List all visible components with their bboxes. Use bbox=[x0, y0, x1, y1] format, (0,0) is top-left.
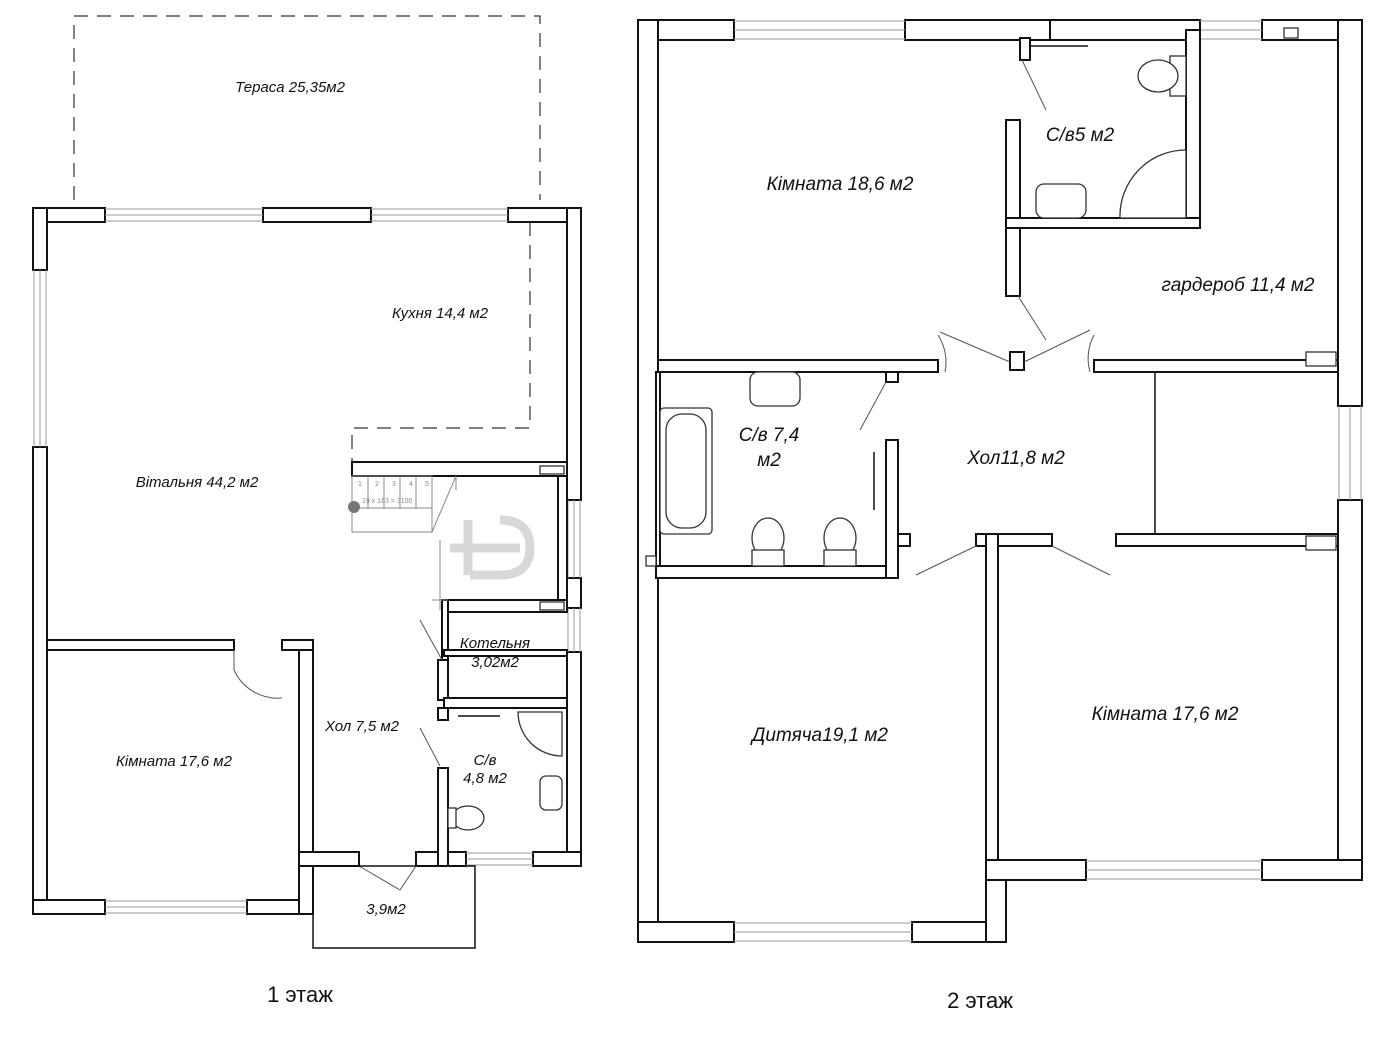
floor-2-caption: 2 этаж bbox=[947, 988, 1013, 1013]
floor-1-outer-walls bbox=[32, 207, 582, 915]
room-1-label: Кімната 18,6 м2 bbox=[767, 174, 914, 195]
boiler-room-area: 3,02м2 bbox=[471, 654, 519, 671]
kitchen-label: Кухня 14,4 м2 bbox=[392, 305, 489, 322]
wc-2-label-line1: С/в 7,4 bbox=[739, 425, 800, 446]
floor-2-plan: Кімната 18,6 м2 С/в5 м2 гардероб 11,4 м2… bbox=[637, 19, 1363, 1013]
floor-2-fixtures bbox=[645, 27, 1337, 567]
stair-step-1: 1 bbox=[358, 481, 362, 488]
kitchen-boundary bbox=[351, 222, 531, 462]
room-label: Кімната 17,6 м2 bbox=[116, 753, 233, 770]
shower-icon bbox=[517, 711, 563, 757]
terrace-outline bbox=[73, 15, 541, 200]
stair-start-marker bbox=[348, 501, 360, 513]
sink-icon bbox=[539, 775, 563, 811]
sink-icon-2 bbox=[749, 371, 801, 407]
porch-outline bbox=[312, 865, 476, 949]
floor-2-windows bbox=[734, 20, 1362, 942]
watermark-logo bbox=[450, 515, 535, 580]
stair-step-2: 2 bbox=[375, 481, 379, 488]
floor-1-doors bbox=[233, 619, 443, 891]
floor-2-outer-walls bbox=[637, 19, 1363, 943]
hall-2-label: Хол11,8 м2 bbox=[966, 448, 1065, 469]
wardrobe-label: гардероб 11,4 м2 bbox=[1162, 275, 1315, 296]
stair-dimension-note: 19 x 163 = 3100 bbox=[362, 498, 413, 505]
staircase: 1 2 3 4 5 19 x 163 = 3100 bbox=[348, 475, 457, 610]
floor-1-plan: 1 2 3 4 5 19 x 163 = 3100 bbox=[32, 15, 582, 1007]
hall-label: Хол 7,5 м2 bbox=[324, 718, 400, 735]
toilet-icon bbox=[451, 805, 485, 831]
vent-icon bbox=[539, 465, 565, 475]
terrace-label: Тераса 25,35м2 bbox=[235, 79, 346, 96]
porch-label: 3,9м2 bbox=[366, 901, 406, 918]
boiler-room-name: Котельня bbox=[460, 635, 530, 652]
floor-1-interior-walls bbox=[46, 461, 568, 867]
wc-2-label-line2: м2 bbox=[757, 450, 781, 471]
room-2-label: Кімната 17,6 м2 bbox=[1092, 704, 1239, 725]
wc-name: С/в bbox=[474, 752, 497, 769]
stair-step-4: 4 bbox=[409, 481, 413, 488]
floor-2-doors bbox=[859, 59, 1111, 576]
floor-1-wc-fixtures bbox=[447, 465, 565, 831]
floor-1-caption: 1 этаж bbox=[267, 982, 333, 1007]
vent-icon bbox=[1305, 351, 1337, 367]
wc-area: 4,8 м2 bbox=[463, 770, 507, 787]
toilet-icon bbox=[1137, 59, 1179, 93]
wc-1-label: С/в5 м2 bbox=[1046, 125, 1115, 146]
floor-2-interior-walls bbox=[655, 29, 1339, 861]
stair-step-5: 5 bbox=[425, 481, 429, 488]
shower-icon bbox=[1119, 149, 1187, 219]
stair-step-3: 3 bbox=[392, 481, 396, 488]
sink-icon bbox=[1035, 183, 1087, 219]
living-room-label: Вітальня 44,2 м2 bbox=[136, 474, 259, 491]
kids-room-label: Дитяча19,1 м2 bbox=[750, 725, 888, 746]
